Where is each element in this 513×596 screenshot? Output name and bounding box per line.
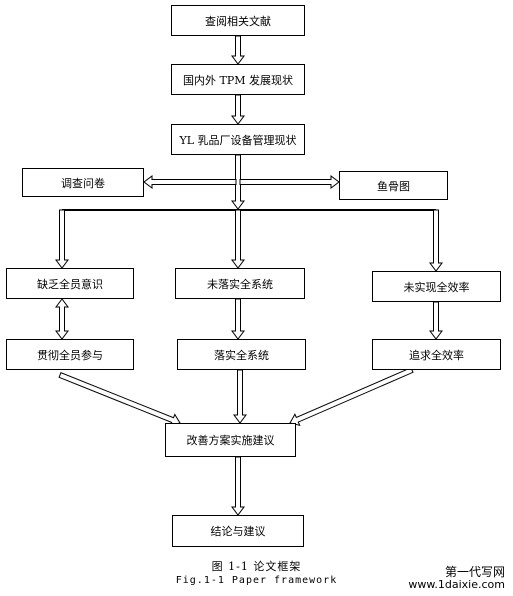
arrow-no-efficiency-to-pursue bbox=[429, 301, 443, 340]
watermark-name: 第一代写网 bbox=[444, 565, 505, 579]
arrow-literature-to-tpm bbox=[231, 35, 245, 65]
box-improvement-plan: 改善方案实施建议 bbox=[165, 423, 296, 457]
arrow-to-questionnaire bbox=[143, 175, 237, 189]
box-conclusion: 结论与建议 bbox=[172, 515, 304, 547]
arrow-branch-to-no-system bbox=[231, 209, 245, 269]
box-implement-system: 落实全系统 bbox=[177, 339, 306, 370]
box-pursue-efficiency: 追求全效率 bbox=[372, 339, 501, 370]
box-no-system: 未落实全系统 bbox=[175, 268, 305, 299]
box-tpm-status: 国内外 TPM 发展现状 bbox=[171, 64, 305, 95]
box-literature-review: 查阅相关文献 bbox=[171, 5, 305, 36]
arrow-implement-to-plan bbox=[233, 369, 247, 424]
arrow-branch-to-no-efficiency bbox=[429, 209, 443, 272]
figure-caption-zh: 图 1-1 论文框架 bbox=[211, 560, 302, 573]
arrow-pursue-to-plan bbox=[289, 367, 414, 427]
box-questionnaire: 调查问卷 bbox=[22, 168, 144, 197]
arrow-plan-to-conclusion bbox=[231, 456, 245, 516]
box-full-participation: 贯彻全员参与 bbox=[6, 339, 134, 370]
arrow-lack-awareness-participation bbox=[55, 298, 69, 340]
box-yl-status: YL 乳品厂设备管理现状 bbox=[171, 124, 305, 155]
arrow-participation-to-plan bbox=[58, 372, 181, 427]
arrow-branch-to-lack-awareness bbox=[55, 209, 69, 269]
arrow-no-system-to-implement bbox=[231, 298, 245, 340]
arrow-yl-to-branch bbox=[231, 154, 245, 210]
box-fishbone: 鱼骨图 bbox=[339, 171, 448, 200]
arrow-tpm-to-yl bbox=[231, 94, 245, 125]
box-no-efficiency: 未实现全效率 bbox=[372, 271, 501, 302]
watermark-url: www.1daixie.com bbox=[408, 578, 505, 591]
arrow-to-fishbone bbox=[239, 175, 340, 189]
figure-caption-en: Fig.1-1 Paper framework bbox=[175, 575, 338, 586]
box-lack-awareness: 缺乏全员意识 bbox=[6, 268, 134, 299]
